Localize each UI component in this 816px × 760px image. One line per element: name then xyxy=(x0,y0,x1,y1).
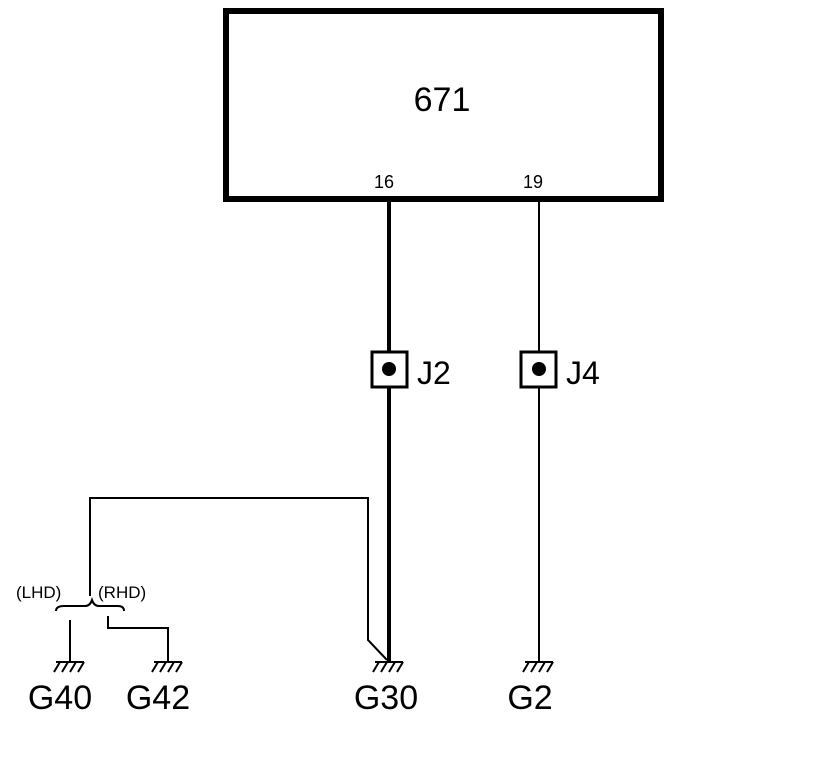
ground-g42-label: G42 xyxy=(126,679,190,717)
ground-symbol-g40 xyxy=(53,661,85,673)
ground-g30-label: G30 xyxy=(354,679,418,717)
ground-g40-label: G40 xyxy=(28,679,92,717)
module-box xyxy=(223,8,664,202)
option-brace xyxy=(55,596,125,612)
option-lhd-label: (LHD) xyxy=(16,583,61,602)
branch-wire xyxy=(89,497,388,661)
connector-j4 xyxy=(519,350,558,389)
connector-j2 xyxy=(370,350,409,389)
wire-g42 xyxy=(107,616,169,662)
ground-symbol-g2 xyxy=(522,661,554,673)
option-rhd-label: (RHD) xyxy=(98,583,146,602)
connector-j2-label: J2 xyxy=(417,355,451,391)
pin-16-label: 16 xyxy=(374,172,394,192)
ground-g2-label: G2 xyxy=(507,679,552,717)
pin-19-label: 19 xyxy=(523,172,543,192)
ground-symbol-g30 xyxy=(372,661,404,673)
ground-symbol-g42 xyxy=(151,661,183,673)
connector-j4-label: J4 xyxy=(566,355,600,391)
module-number: 671 xyxy=(414,81,471,119)
